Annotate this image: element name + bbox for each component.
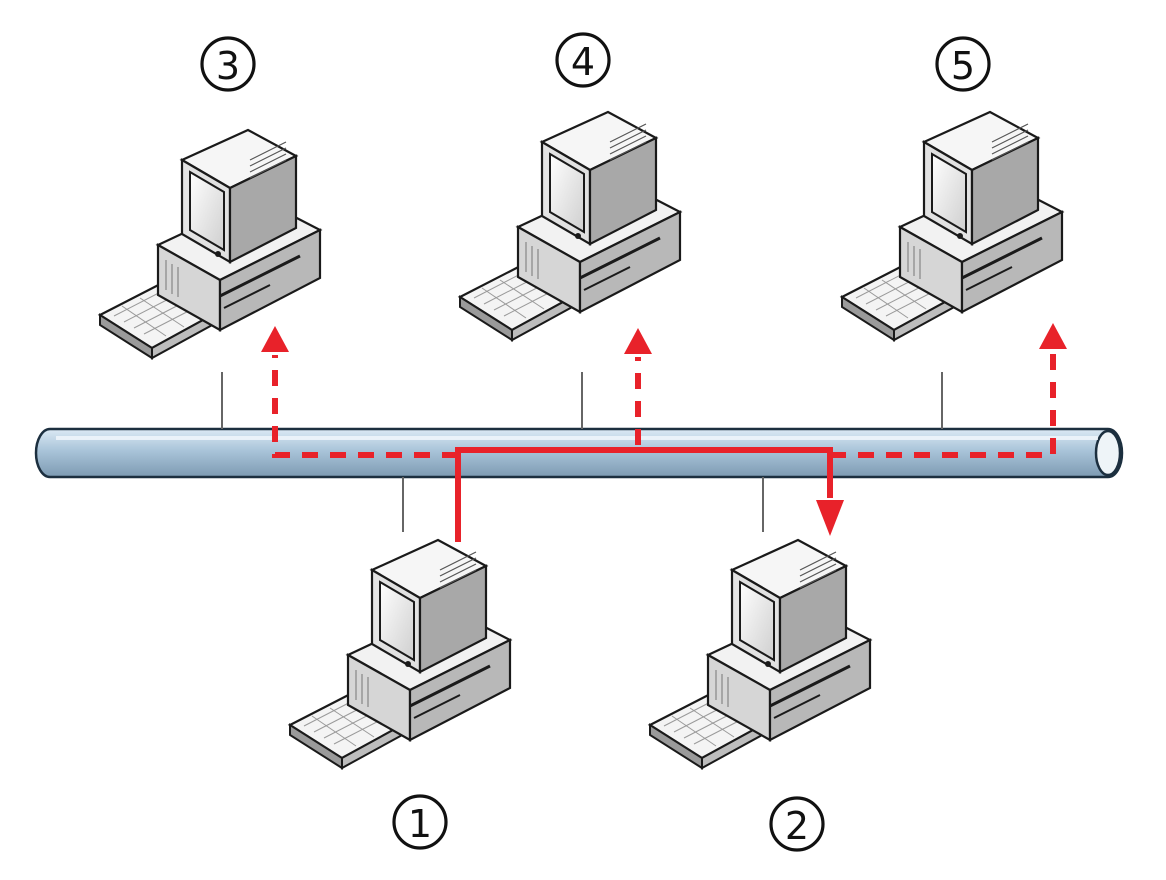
node-label-5: 5 [935, 36, 991, 92]
node-label-3: 3 [200, 36, 256, 92]
arrow-to-node-2 [816, 500, 844, 536]
computer-node-2 [648, 538, 872, 770]
svg-text:2: 2 [785, 804, 809, 848]
signal-path-sender-to-destination [455, 447, 833, 542]
computer-node-1 [288, 538, 512, 770]
signal-broadcast-dashed [272, 352, 1056, 458]
svg-text:4: 4 [571, 40, 595, 84]
arrow-to-node-3 [261, 326, 289, 352]
svg-text:5: 5 [951, 44, 975, 88]
node-label-4: 4 [555, 32, 611, 88]
computer-node-5 [840, 110, 1064, 342]
arrow-to-node-4 [624, 328, 652, 354]
computer-node-4 [458, 110, 682, 342]
svg-text:1: 1 [408, 802, 432, 846]
computer-node-3 [98, 128, 322, 360]
node-label-2: 2 [769, 796, 825, 852]
arrow-to-node-5 [1039, 323, 1067, 349]
svg-text:3: 3 [216, 44, 240, 88]
node-label-1: 1 [392, 794, 448, 850]
signal-arrowheads [261, 323, 1067, 536]
